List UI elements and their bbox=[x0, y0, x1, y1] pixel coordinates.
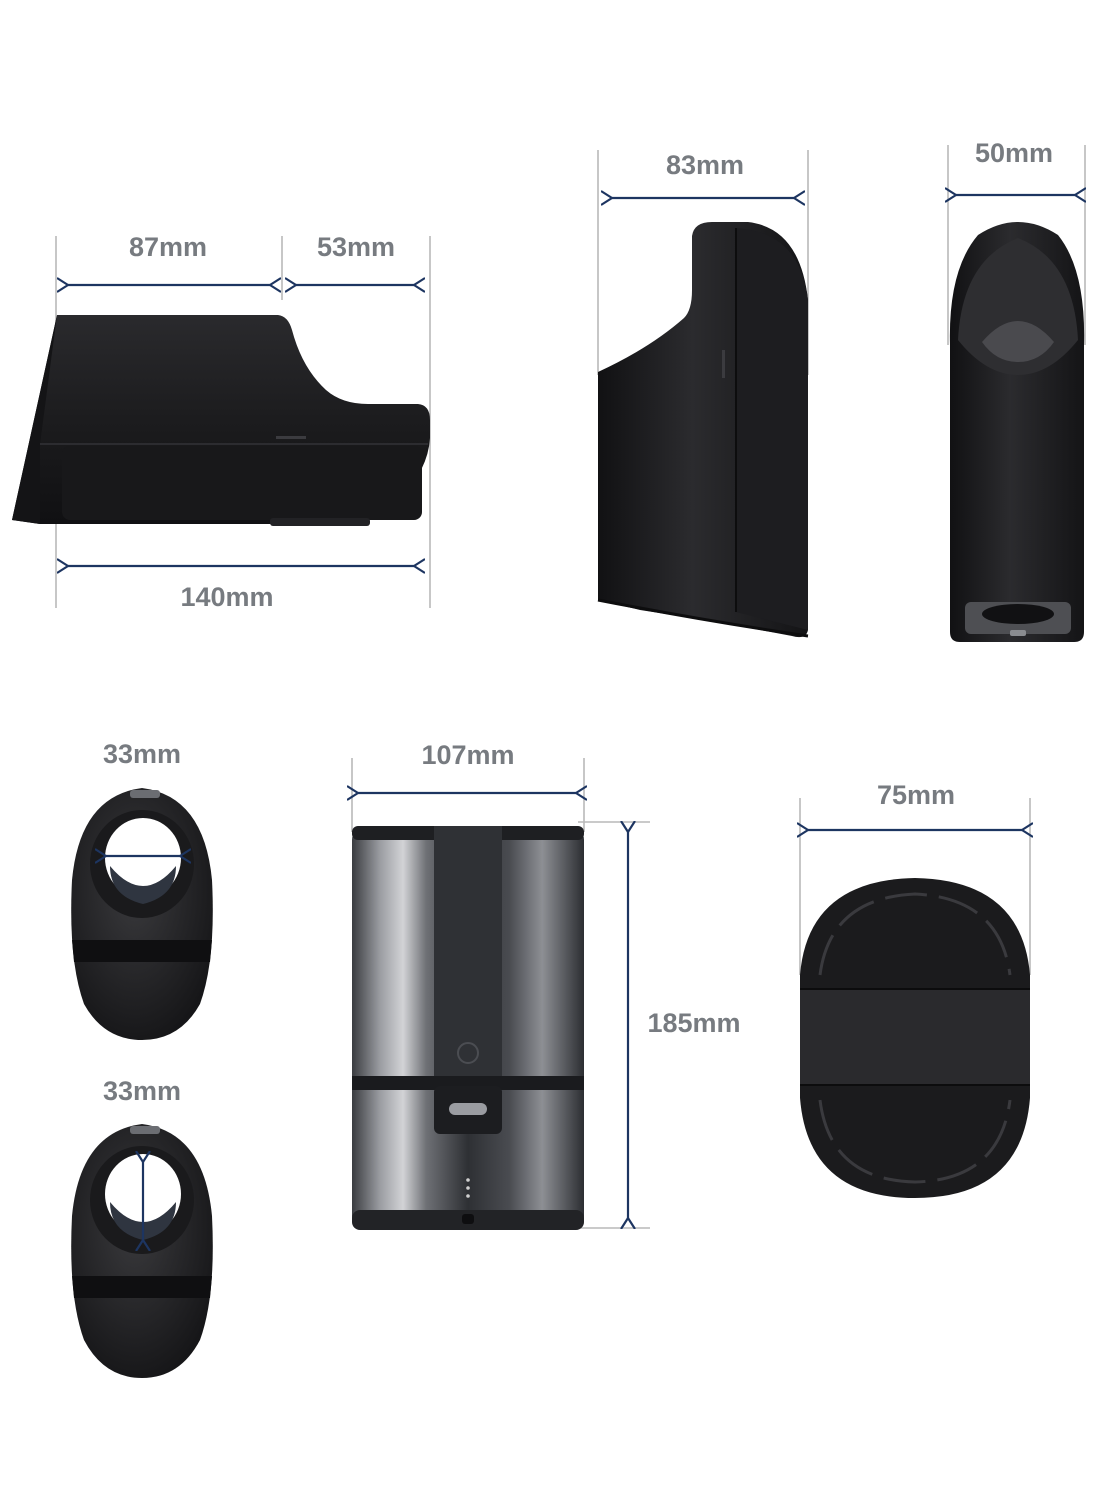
product-ring-view-1 bbox=[71, 788, 213, 1040]
label-185mm: 185mm bbox=[647, 1008, 740, 1038]
product-base-view bbox=[800, 878, 1030, 1198]
label-140mm: 140mm bbox=[180, 582, 273, 612]
product-ring-view-2 bbox=[71, 1124, 213, 1378]
label-53mm: 53mm bbox=[317, 232, 395, 262]
product-side-view-1 bbox=[12, 315, 430, 526]
label-50mm: 50mm bbox=[975, 138, 1053, 168]
product-front-view-narrow bbox=[949, 222, 1085, 642]
dimension-arrows bbox=[68, 195, 1075, 1240]
label-33mm-width: 33mm bbox=[103, 739, 181, 769]
product-side-view-2 bbox=[597, 222, 809, 638]
product-charging-case bbox=[352, 826, 584, 1230]
label-83mm: 83mm bbox=[666, 150, 744, 180]
label-33mm-height: 33mm bbox=[103, 1076, 181, 1106]
label-87mm: 87mm bbox=[129, 232, 207, 262]
label-75mm: 75mm bbox=[877, 780, 955, 810]
label-107mm: 107mm bbox=[421, 740, 514, 770]
